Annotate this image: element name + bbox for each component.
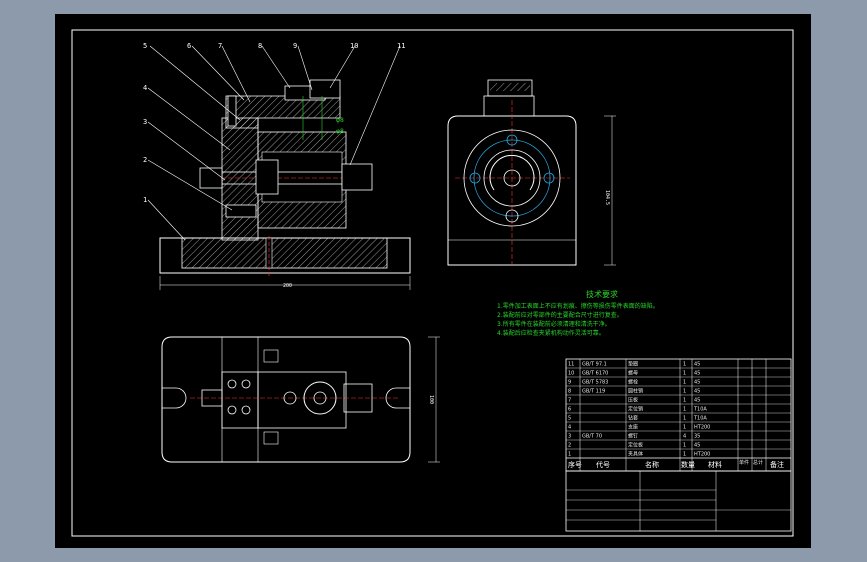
part-label-4: 4 (143, 84, 147, 92)
dimension-width: 200 (283, 283, 292, 289)
bom-cell-name: 圆柱销 (628, 388, 643, 395)
bom-cell-name: 压板 (628, 397, 638, 404)
bom-cell-qty: 1 (683, 443, 686, 449)
svg-text:φ8: φ8 (336, 117, 344, 124)
bom-cell-qty: 1 (683, 362, 686, 368)
bom-cell-no: 9 (568, 380, 571, 386)
part-label-8: 8 (258, 42, 262, 50)
bom-cell-name: 夹具体 (628, 451, 643, 458)
bom-cell-no: 11 (568, 362, 574, 368)
bom-header-no: 序号 (568, 460, 582, 469)
bom-cell-mat: 45 (694, 398, 700, 404)
bom-cell-no: 3 (568, 434, 571, 440)
bom-cell-code: GB/T 5783 (582, 380, 608, 386)
bom-header-name: 名称 (645, 460, 659, 469)
bom-cell-no: 10 (568, 371, 574, 377)
bom-header-material: 材料 (708, 460, 722, 469)
bom-cell-name: 支座 (628, 424, 638, 431)
part-label-10: 10 (350, 42, 358, 50)
tech-line-4: 4.装配后应检查夹紧机构动作灵活可靠。 (497, 329, 605, 337)
tech-line-3: 3.所有零件在装配前必须清理和清洗干净。 (497, 320, 611, 328)
bom-cell-mat: 45 (694, 380, 700, 386)
part-label-1: 1 (143, 196, 147, 204)
part-label-5: 5 (143, 42, 147, 50)
bom-cell-qty: 1 (683, 407, 686, 413)
bom-cell-name: 定位销 (628, 406, 643, 413)
bom-cell-mat: HT200 (694, 425, 710, 431)
bom-cell-mat: HT200 (694, 452, 710, 458)
dimension-plan-height: 100 (428, 395, 434, 404)
front-section-view: φ8 φ8 (147, 45, 411, 290)
bom-cell-qty: 1 (683, 380, 686, 386)
part-label-11: 11 (397, 42, 405, 50)
bom-cell-mat: 35 (694, 434, 700, 440)
bom-cell-mat: T10A (693, 407, 707, 413)
bom-cell-no: 2 (568, 443, 571, 449)
plan-view (161, 336, 440, 463)
bom-cell-no: 8 (568, 389, 571, 395)
bom-cell-code: GB/T 97.1 (582, 362, 607, 368)
bom-header-total: 总计 (753, 459, 763, 466)
bom-cell-mat: 45 (694, 443, 700, 449)
bom-cell-qty: 1 (683, 452, 686, 458)
bom-header-unit: 单件 (739, 459, 749, 466)
tech-line-1: 1.零件加工表面上不应有划痕、擦伤等损伤零件表面的缺陷。 (497, 302, 659, 310)
bom-header-qty: 数量 (681, 460, 695, 469)
bom-cell-no: 7 (568, 398, 571, 404)
drawing-sheet (55, 14, 811, 548)
bill-of-materials (565, 358, 792, 532)
bom-cell-qty: 1 (683, 389, 686, 395)
bom-cell-mat: 45 (694, 371, 700, 377)
bom-cell-no: 4 (568, 425, 571, 431)
bom-cell-name: 螺钉 (628, 433, 638, 440)
bom-header-remarks: 备注 (770, 460, 784, 469)
bom-cell-qty: 1 (683, 416, 686, 422)
drawing-border (71, 29, 794, 537)
part-label-2: 2 (143, 156, 147, 164)
bom-header-code: 代号 (596, 460, 610, 469)
bom-cell-no: 5 (568, 416, 571, 422)
bom-cell-no: 6 (568, 407, 571, 413)
bom-cell-mat: 45 (694, 362, 700, 368)
side-view (447, 79, 616, 266)
bom-cell-qty: 1 (683, 371, 686, 377)
bom-cell-name: 垫圈 (628, 361, 638, 368)
part-label-7: 7 (218, 42, 222, 50)
tech-requirements-title: 技术要求 (586, 289, 618, 299)
bom-cell-name: 螺母 (628, 370, 638, 377)
svg-text:φ8: φ8 (336, 128, 344, 135)
bom-cell-qty: 4 (683, 434, 686, 440)
dimension-side-height: 104.5 (604, 190, 610, 205)
bom-cell-name: 定位板 (628, 442, 643, 449)
bom-header-row: 序号 代号 名称 数量 材料 单件 总计 备注 (568, 459, 784, 469)
bom-cell-code: GB/T 119 (582, 389, 605, 395)
bom-cell-name: 螺栓 (628, 379, 638, 386)
part-label-6: 6 (187, 42, 191, 50)
bom-cell-name: 钻套 (628, 415, 638, 422)
bom-cell-code: GB/T 70 (582, 434, 602, 440)
tech-line-2: 2.装配前应对零部件的主要配合尺寸进行复查。 (497, 311, 623, 319)
bom-cell-qty: 1 (683, 398, 686, 404)
bom-cell-code: GB/T 6170 (582, 371, 608, 377)
bom-cell-mat: T10A (693, 416, 707, 422)
bom-cell-mat: 45 (694, 389, 700, 395)
part-label-9: 9 (293, 42, 297, 50)
bom-cell-no: 1 (568, 452, 571, 458)
part-label-3: 3 (143, 118, 147, 126)
bom-cell-qty: 1 (683, 425, 686, 431)
